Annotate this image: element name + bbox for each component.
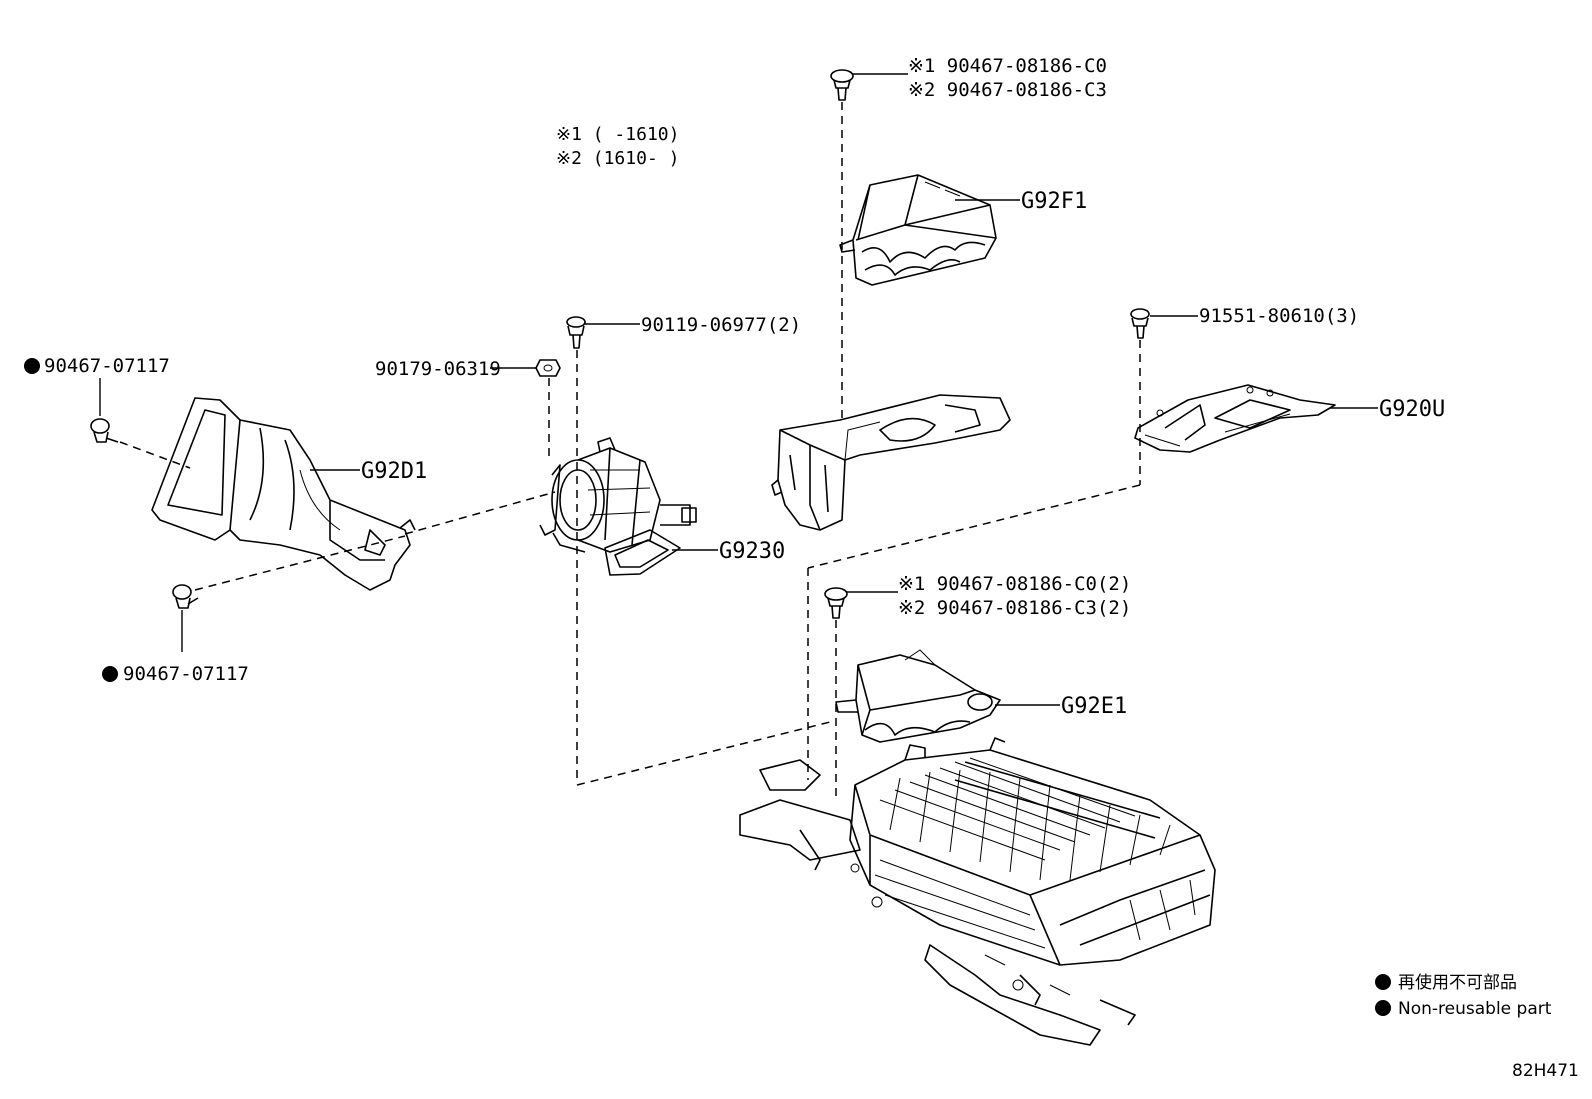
note-2: ※2 (1610- ) bbox=[556, 148, 679, 169]
label-g9230: G9230 bbox=[719, 539, 785, 564]
clip-left-top-icon[interactable] bbox=[90, 418, 119, 443]
diagram-code: 82H471 bbox=[1512, 1061, 1579, 1081]
note-1: ※1 ( -1610) bbox=[556, 124, 679, 145]
label-top-clip-2: ※2 90467-08186-C3 bbox=[908, 79, 1107, 101]
screw-90119-guide-2 bbox=[576, 721, 831, 786]
clip-left-bottom-icon[interactable] bbox=[172, 584, 199, 609]
g92e1-cover[interactable] bbox=[835, 649, 1001, 743]
label-g92e1: G92E1 bbox=[1061, 694, 1127, 719]
legend-marker-jp bbox=[1375, 974, 1391, 990]
label-top-clip-1: ※1 90467-08186-C0 bbox=[908, 55, 1107, 77]
label-screw-90119: 90119-06977(2) bbox=[641, 314, 801, 336]
g92d1-duct[interactable] bbox=[151, 397, 416, 591]
mid-clip-icon[interactable] bbox=[824, 587, 848, 619]
nonreusable-marker-1 bbox=[24, 358, 40, 374]
hv-battery-assembly[interactable] bbox=[739, 737, 1216, 1046]
label-mid-clip-2: ※2 90467-08186-C3(2) bbox=[898, 597, 1131, 619]
legend-jp: 再使用不可部品 bbox=[1398, 972, 1517, 993]
clip-left-bottom-guide bbox=[194, 535, 406, 591]
top-clip-icon[interactable] bbox=[830, 69, 854, 101]
label-g92d1: G92D1 bbox=[361, 459, 427, 484]
legend-en: Non-reusable part bbox=[1398, 999, 1552, 1019]
duct-link-guide bbox=[404, 491, 556, 535]
legend-marker-en bbox=[1375, 1000, 1391, 1016]
screw-90119-icon[interactable] bbox=[566, 316, 586, 349]
g920u-bracket[interactable] bbox=[1134, 384, 1336, 453]
label-nut-90179: 90179-06319 bbox=[375, 358, 501, 380]
bolt-91551-icon[interactable] bbox=[1130, 308, 1150, 339]
center-cover-bracket[interactable] bbox=[771, 394, 1011, 531]
label-clip-left-top: 90467-07117 bbox=[44, 355, 170, 377]
nut-90179-icon[interactable] bbox=[535, 359, 561, 377]
nonreusable-marker-2 bbox=[102, 666, 118, 682]
bolt-91551-guide-2 bbox=[807, 484, 1141, 569]
clip-left-top-guide bbox=[119, 441, 191, 469]
g9230-blower[interactable] bbox=[539, 437, 697, 576]
label-bolt-91551: 91551-80610(3) bbox=[1199, 305, 1359, 327]
label-g92f1: G92F1 bbox=[1021, 189, 1087, 214]
label-clip-left-bottom: 90467-07117 bbox=[123, 663, 249, 685]
label-mid-clip-1: ※1 90467-08186-C0(2) bbox=[898, 573, 1131, 595]
label-g920u: G920U bbox=[1379, 397, 1445, 422]
g92f1-duct[interactable] bbox=[839, 174, 997, 286]
